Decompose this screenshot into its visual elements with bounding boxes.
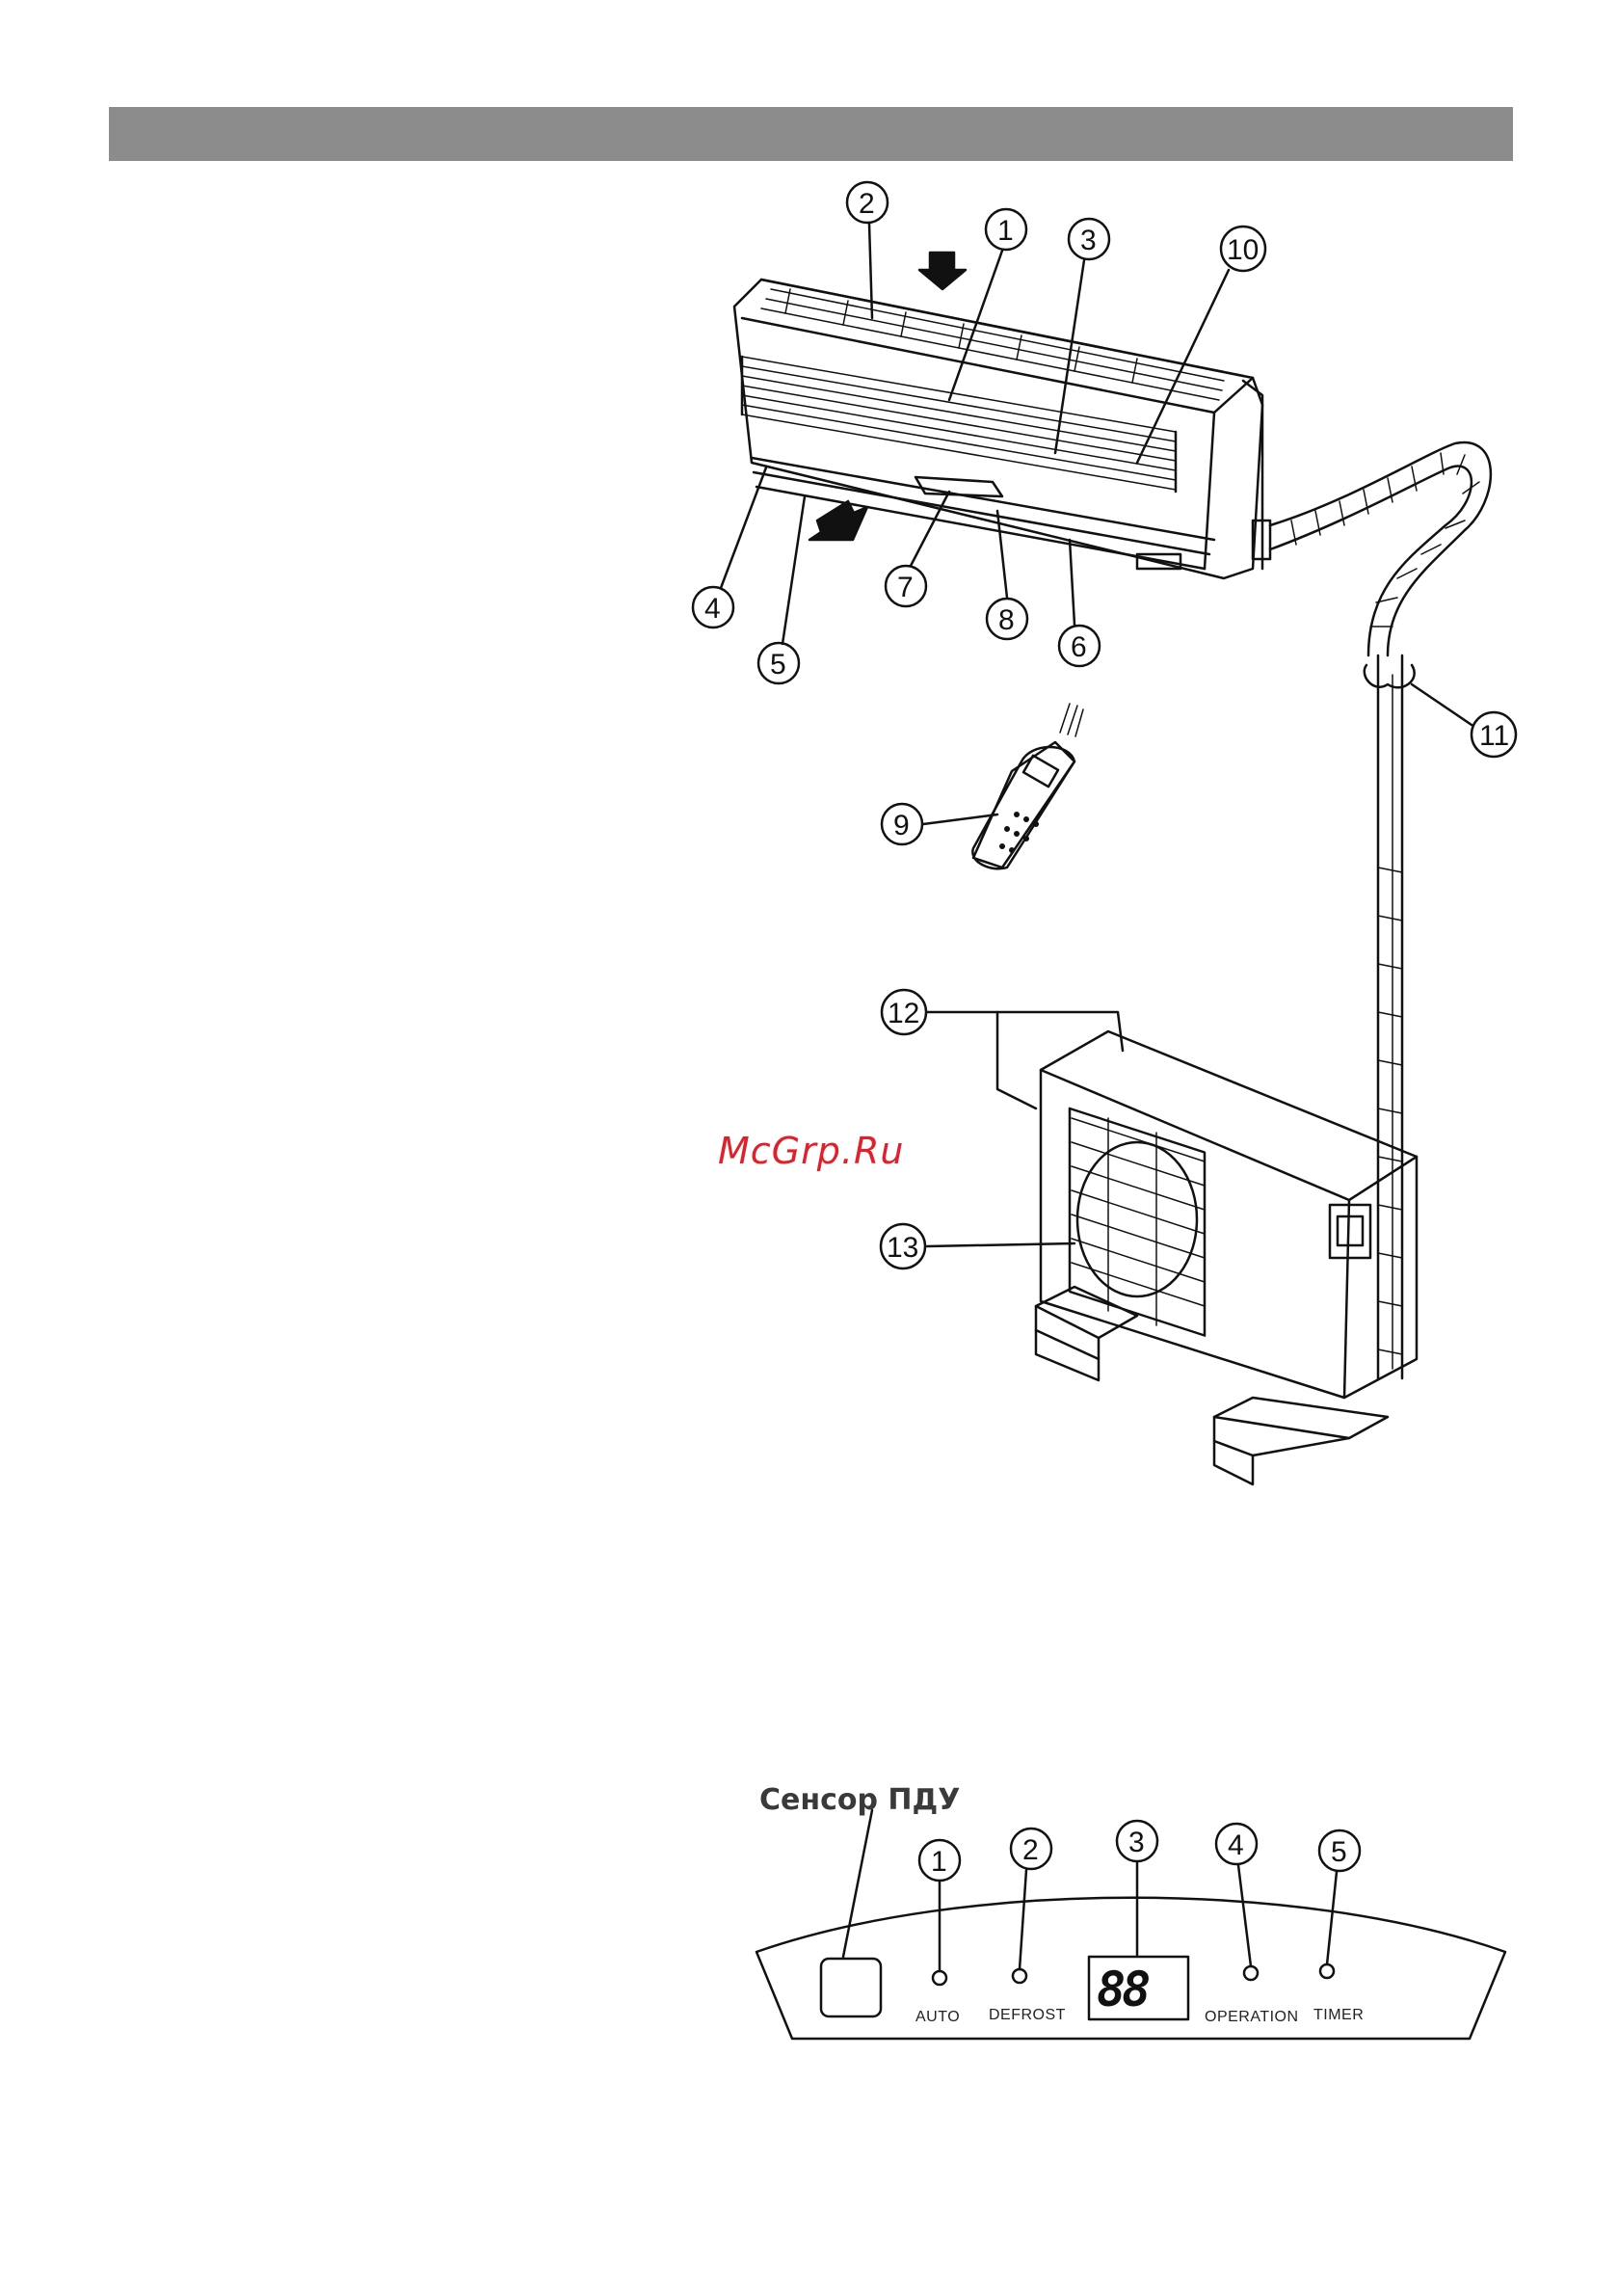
callout-10-label: 10 [1227,234,1259,266]
callout-12-label: 12 [888,998,919,1029]
panel-callout-2: 2 [1022,1834,1039,1866]
panel-callout-4: 4 [1228,1829,1244,1861]
watermark: McGrp.Ru [718,1130,904,1172]
callout-9-label: 9 [893,810,910,841]
callout-8-label: 8 [998,604,1015,636]
callout-2-label: 2 [859,188,875,220]
panel-callout-5: 5 [1331,1836,1347,1868]
label-operation: OPERATION [1205,2009,1299,2026]
panel-callout-3: 3 [1128,1827,1145,1858]
segment-display: 88 [1097,1962,1147,2017]
callout-1-label: 1 [997,215,1014,247]
callout-7-label: 7 [897,572,914,603]
outdoor-unit [1036,1031,1417,1484]
callout-11-label: 11 [1479,720,1509,752]
callout-6-label: 6 [1071,631,1087,663]
indoor-unit [734,253,1270,578]
callout-5-label: 5 [770,649,786,681]
callout-13-label: 13 [887,1232,918,1264]
label-auto: AUTO [915,2009,960,2026]
callout-4-label: 4 [704,593,721,625]
panel-callout-1: 1 [931,1846,947,1878]
remote-control [972,704,1083,868]
callout-3-label: 3 [1080,225,1097,256]
refrigerant-hose [1270,442,1491,1378]
label-defrost: DEFROST [989,2007,1066,2024]
label-timer: TIMER [1313,2007,1364,2024]
sensor-label: Сенсор ПДУ [759,1783,960,1817]
